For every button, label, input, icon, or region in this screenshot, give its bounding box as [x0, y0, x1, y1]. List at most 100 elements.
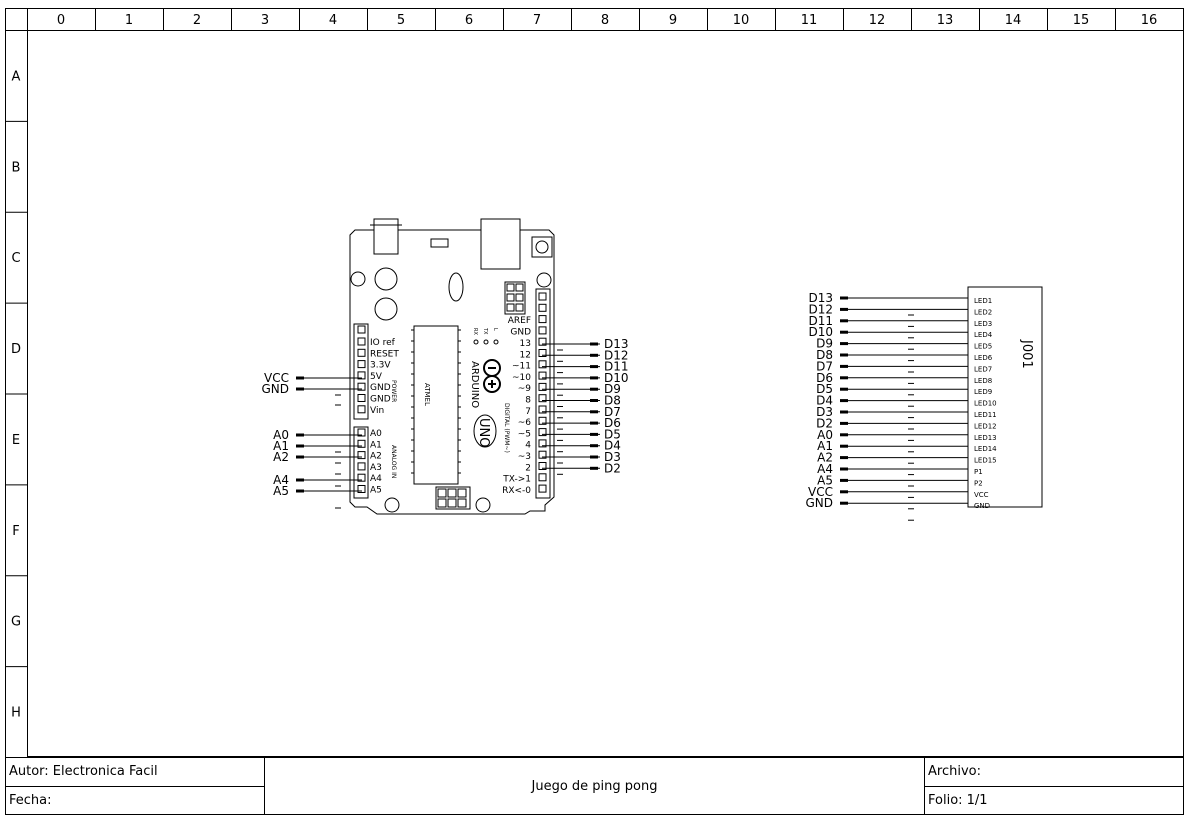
drawing-title: Juego de ping pong	[531, 779, 658, 794]
net-label: A1	[817, 439, 833, 453]
author-field: Autor: Electronica Facil	[9, 764, 158, 779]
net-label: VCC	[264, 371, 289, 385]
net-label: D5	[816, 382, 833, 396]
net-label: D6	[816, 371, 833, 385]
connector-pin-label: LED3	[974, 320, 992, 328]
power-header	[353, 323, 369, 420]
net-label: D2	[816, 416, 833, 430]
power-pin-label: RESET	[370, 349, 399, 359]
net-label: D10	[604, 371, 629, 385]
column-label: 11	[801, 13, 818, 28]
usb-connector	[480, 218, 521, 270]
analog-section-label: ANALOG IN	[390, 445, 397, 478]
net-label: D10	[808, 325, 833, 339]
analog-pin-label: A5	[370, 486, 382, 496]
digital-pin-label: RX<-0	[502, 486, 531, 496]
analog-pin-label: A4	[370, 474, 382, 484]
net-label: D13	[604, 337, 629, 351]
led-label-tx: TX	[482, 327, 488, 335]
net-label: D7	[604, 405, 621, 419]
chip-label: ATMEL	[423, 383, 431, 406]
connector-pin-label: LED15	[974, 457, 997, 465]
led-label-l: L	[492, 328, 498, 331]
connector-pin-label: LED4	[974, 331, 993, 339]
net-label: D8	[816, 348, 833, 362]
digital-pin-label: 8	[525, 396, 531, 406]
row-label: D	[11, 342, 21, 357]
digital-pin-label: AREF	[508, 316, 531, 326]
led-label-rx: RX	[472, 328, 478, 335]
connector-pin-label: LED7	[974, 365, 992, 373]
row-label: H	[11, 706, 21, 721]
connector-pin-label: LED9	[974, 388, 992, 396]
net-label: D4	[604, 439, 621, 453]
net-label: D2	[604, 461, 621, 475]
board-outline	[349, 229, 555, 515]
net-label: A0	[273, 428, 289, 442]
digital-pin-label: ~3	[518, 452, 531, 462]
sheet-field: Folio: 1/1	[928, 793, 988, 808]
column-label: 9	[669, 13, 677, 28]
mounting-hole	[536, 272, 552, 288]
mounting-hole	[350, 271, 366, 287]
digital-pin-label: ~9	[518, 384, 532, 394]
digital-pin-label: ~6	[518, 418, 532, 428]
row-label: A	[12, 69, 21, 84]
icsp-header-bottom	[435, 486, 471, 510]
net-label: D11	[604, 360, 629, 374]
net-label: A0	[817, 428, 833, 442]
mounting-hole	[475, 497, 491, 513]
analog-pin-label: A2	[370, 452, 382, 462]
connector-pin-label: LED1	[974, 297, 992, 305]
connector-pin-label: VCC	[974, 491, 989, 499]
power-jack	[373, 218, 399, 255]
connector-pin-label: LED13	[974, 434, 997, 442]
digital-pin-label: 4	[525, 441, 531, 451]
net-label: D6	[604, 416, 621, 430]
column-label: 16	[1141, 13, 1158, 28]
connector-pin-label: LED14	[974, 445, 997, 453]
power-section-label: POWER	[390, 380, 397, 402]
net-label: A4	[273, 473, 289, 487]
power-pin-label: GND	[370, 383, 391, 393]
column-label: 5	[397, 13, 405, 28]
net-label: D5	[604, 427, 621, 441]
net-label: D12	[808, 302, 833, 316]
net-label: D11	[808, 314, 833, 328]
column-label: 2	[193, 13, 201, 28]
connector-pin-label: GND	[974, 502, 990, 510]
mounting-hole	[384, 497, 400, 513]
net-label: A1	[273, 439, 289, 453]
connector-pin-label: LED8	[974, 377, 992, 385]
net-label: D9	[604, 382, 621, 396]
column-label: 13	[937, 13, 954, 28]
drawing-area	[27, 30, 1184, 757]
column-label: 6	[465, 13, 473, 28]
board-model: UNO	[476, 418, 491, 447]
net-label: D9	[816, 337, 833, 351]
column-label: 7	[533, 13, 541, 28]
connector-body	[967, 286, 1043, 508]
net-label: D3	[604, 450, 621, 464]
net-label: D8	[604, 394, 621, 408]
analog-pin-label: A1	[370, 440, 382, 450]
net-label: D13	[808, 291, 833, 305]
power-pin-label: GND	[370, 395, 391, 405]
analog-pin-label: A3	[370, 463, 382, 473]
net-label: A2	[273, 450, 289, 464]
digital-pin-label: 12	[520, 350, 531, 360]
column-label: 10	[733, 13, 750, 28]
digital-pin-label: GND	[510, 327, 531, 337]
connector-pin-label: P1	[974, 468, 983, 476]
connector-pin-label: LED2	[974, 308, 992, 316]
row-label: G	[11, 615, 21, 630]
power-pin-label: 5V	[370, 372, 383, 382]
row-label: B	[12, 160, 21, 175]
net-label: D7	[816, 359, 833, 373]
power-pin-label: Vin	[370, 406, 384, 416]
icsp-header-top	[504, 281, 526, 315]
connector-pin-label: LED5	[974, 343, 992, 351]
